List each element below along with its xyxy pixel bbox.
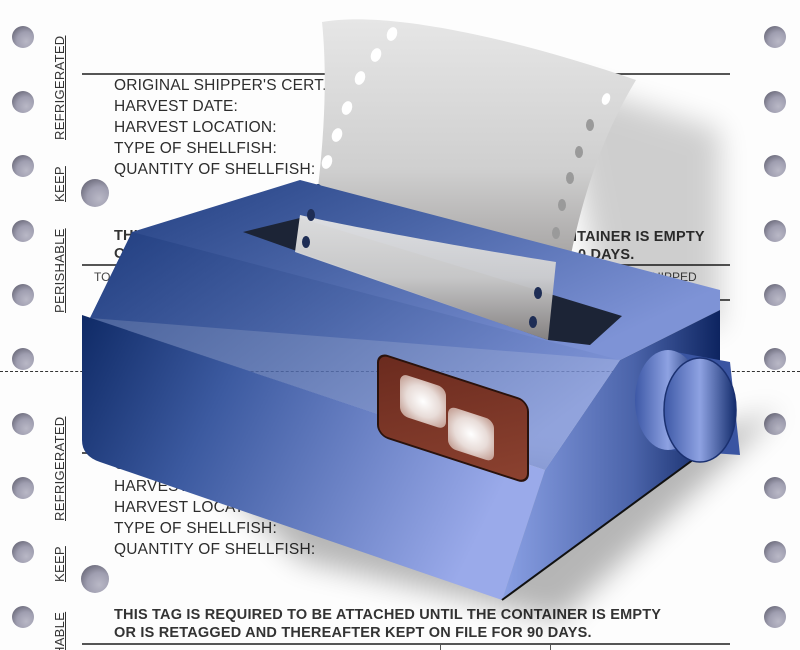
sprocket-hole-icon xyxy=(12,477,34,499)
sub-label-left: TO xyxy=(94,270,111,284)
field-shellfish-type: TYPE OF SHELLFISH: xyxy=(114,520,277,537)
notice-line2-left: O xyxy=(114,246,126,262)
sprocket-hole-icon xyxy=(12,413,34,435)
field-shellfish-quantity: QUANTITY OF SHELLFISH: xyxy=(114,541,316,558)
sprocket-hole-icon xyxy=(764,348,786,370)
field-shellfish-quantity: QUANTITY OF SHELLFISH: xyxy=(114,161,316,178)
divider-line xyxy=(550,644,551,650)
field-harvest-location: HARVEST LOCATION: xyxy=(114,119,277,136)
sprocket-hole-icon xyxy=(764,541,786,563)
notice-line2: OR IS RETAGGED AND THEREAFTER KEPT ON FI… xyxy=(114,625,592,641)
field-shellfish-type: TYPE OF SHELLFISH: xyxy=(114,140,277,157)
sprocket-hole-icon xyxy=(764,220,786,242)
field-harvest-date: HARVEST DATE: xyxy=(114,98,239,115)
divider-line xyxy=(82,643,730,645)
sprocket-hole-icon xyxy=(12,284,34,306)
tag-hole-icon xyxy=(81,565,109,593)
sprocket-hole-icon xyxy=(12,541,34,563)
sprocket-hole-icon xyxy=(764,284,786,306)
sprocket-hole-icon xyxy=(12,606,34,628)
sprocket-hole-icon xyxy=(764,155,786,177)
sprocket-hole-icon xyxy=(12,26,34,48)
sprocket-hole-icon xyxy=(12,348,34,370)
sprocket-hole-icon xyxy=(764,26,786,48)
sprocket-hole-icon xyxy=(12,220,34,242)
divider-line xyxy=(440,644,441,650)
sprocket-hole-icon xyxy=(12,155,34,177)
tag-hole-icon xyxy=(81,179,109,207)
field-shipper-cert: ORIGINAL SHIPPER'S CERT. N xyxy=(114,77,343,94)
sprocket-hole-icon xyxy=(764,91,786,113)
sprocket-hole-icon xyxy=(764,477,786,499)
sprocket-hole-icon xyxy=(12,91,34,113)
sprocket-hole-icon xyxy=(764,606,786,628)
